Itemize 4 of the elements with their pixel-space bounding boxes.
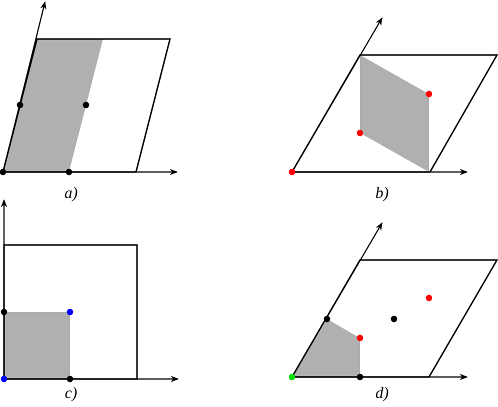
panel-label: a) <box>64 185 78 203</box>
panel-label: d) <box>375 385 389 403</box>
panel-label: b) <box>375 185 389 203</box>
panel-label: c) <box>64 385 78 403</box>
